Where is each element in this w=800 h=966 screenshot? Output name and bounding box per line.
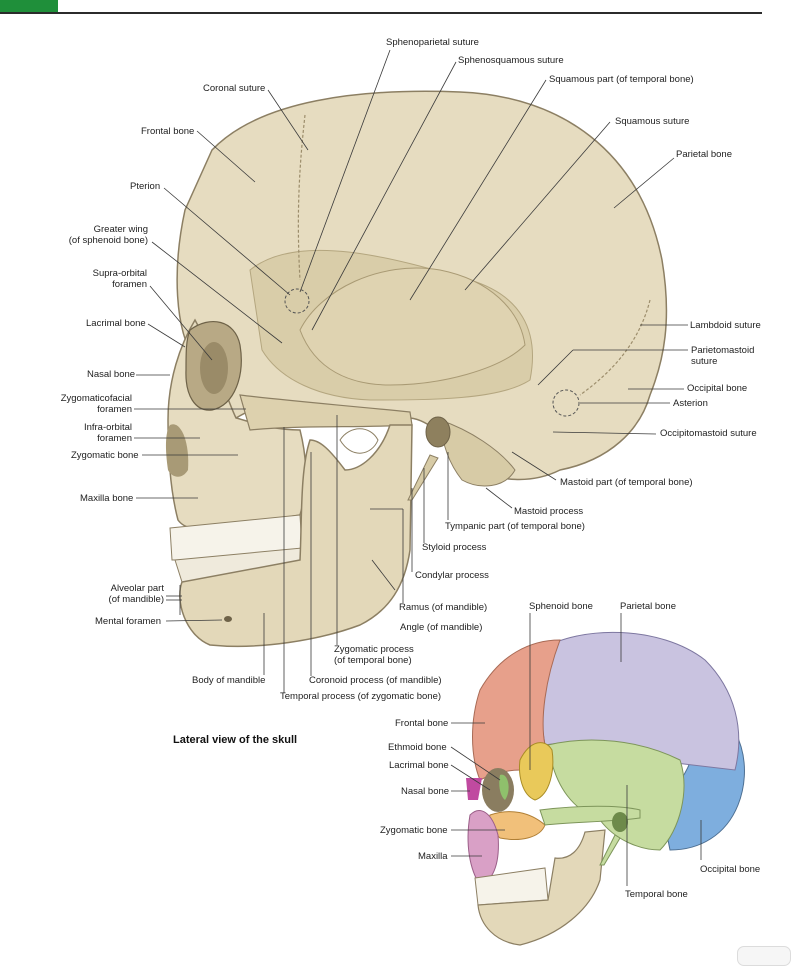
inset-label-lacrimal-bone: Lacrimal bone	[389, 760, 449, 771]
chapter-tab	[0, 0, 58, 14]
label-body-of-mandible: Body of mandible	[192, 675, 266, 686]
label-asterion: Asterion	[673, 398, 708, 409]
label-supra-orbital-foramen: Supra-orbital foramen	[60, 268, 147, 290]
styloid	[407, 454, 439, 501]
inset-leader-lines	[450, 613, 702, 886]
inset-sphenoid	[519, 742, 554, 801]
inset-label-maxilla: Maxilla	[418, 851, 448, 862]
label-zygomaticofacial-line2: foramen	[97, 404, 132, 415]
label-parietomastoid-suture: Parietomastoid suture	[691, 345, 754, 367]
inset-label-nasal-bone: Nasal bone	[401, 786, 450, 797]
label-squamous-suture: Squamous suture	[615, 116, 690, 127]
inset-styloid	[599, 834, 621, 866]
label-sphenosquamous-suture: Sphenosquamous suture	[458, 55, 564, 66]
orbit-depth	[200, 342, 228, 394]
label-styloid-process: Styloid process	[422, 542, 487, 553]
label-pterion: Pterion	[130, 181, 161, 192]
label-zygomatic-process-line1: Zygomatic process	[334, 644, 414, 655]
figure-caption: Lateral view of the skull	[173, 734, 298, 746]
inset-ethmoid	[499, 774, 509, 800]
label-infra-orbital-line1: Infra-orbital	[83, 422, 132, 433]
squamous-part	[299, 267, 526, 386]
rounded-button[interactable]	[737, 946, 791, 966]
label-occipitomastoid-suture: Occipitomastoid suture	[660, 428, 757, 439]
label-nasal-bone: Nasal bone	[87, 369, 136, 380]
label-infra-orbital-foramen: Infra-orbital foramen	[60, 422, 132, 444]
label-parietomastoid-line2: suture	[691, 356, 718, 367]
label-zygomaticofacial-line1: Zygomaticofacial	[60, 393, 132, 404]
zygomatic-arch	[239, 394, 413, 431]
label-zygomatic-bone: Zygomatic bone	[71, 450, 139, 461]
label-maxilla-bone: Maxilla bone	[80, 493, 134, 504]
inset-nasal	[466, 778, 482, 800]
header-rule	[0, 12, 762, 14]
label-angle: Angle (of mandible)	[400, 622, 483, 633]
label-zygomatic-process: Zygomatic process (of temporal bone)	[334, 644, 414, 666]
inset-label-parietal-bone: Parietal bone	[620, 601, 676, 612]
inset-label-occipital-bone: Occipital bone	[700, 864, 761, 875]
asterion-circle	[552, 389, 580, 417]
label-squamous-part: Squamous part (of temporal bone)	[549, 74, 694, 85]
label-supra-orbital-line1: Supra-orbital	[92, 268, 147, 279]
nasal-aperture	[165, 424, 189, 477]
external-acoustic-meatus	[425, 416, 451, 448]
label-zygomatic-process-line2: (of temporal bone)	[334, 655, 412, 666]
mandibular-notch	[339, 428, 379, 454]
label-greater-wing-line2: (of sphenoid bone)	[68, 235, 148, 246]
label-supra-orbital-line2: foramen	[112, 279, 147, 290]
label-ramus: Ramus (of mandible)	[399, 602, 488, 613]
label-mastoid-process: Mastoid process	[514, 506, 584, 517]
label-alveolar-part: Alveolar part (of mandible)	[90, 583, 164, 605]
main-skull	[165, 90, 668, 648]
inset-label-ethmoid-bone: Ethmoid bone	[388, 742, 447, 753]
inset-label-temporal-bone: Temporal bone	[625, 889, 688, 900]
label-mastoid-part: Mastoid part (of temporal bone)	[560, 477, 693, 488]
label-coronal-suture: Coronal suture	[203, 83, 266, 94]
inset-meatus	[612, 812, 628, 832]
inset-skull	[466, 631, 745, 946]
label-parietal-bone: Parietal bone	[676, 149, 732, 160]
label-infra-orbital-line2: foramen	[97, 433, 132, 444]
label-temporal-process: Temporal process (of zygomatic bone)	[280, 691, 442, 702]
leader-lines	[134, 49, 688, 693]
label-lacrimal-bone: Lacrimal bone	[86, 318, 146, 329]
lambdoid-suture-line	[579, 299, 651, 396]
label-tympanic-part: Tympanic part (of temporal bone)	[445, 521, 585, 532]
label-sphenoparietal-suture: Sphenoparietal suture	[386, 37, 479, 48]
label-occipital-bone: Occipital bone	[687, 383, 748, 394]
label-condylar-process: Condylar process	[415, 570, 489, 581]
inset-label-sphenoid-bone: Sphenoid bone	[529, 601, 593, 612]
label-frontal-bone: Frontal bone	[141, 126, 195, 137]
label-greater-wing-line1: Greater wing	[93, 224, 148, 235]
mental-foramen-mark	[224, 616, 232, 622]
inset-temporal	[547, 739, 685, 851]
inset-label-frontal-bone: Frontal bone	[395, 718, 449, 729]
label-lambdoid-suture: Lambdoid suture	[690, 320, 761, 331]
label-greater-wing: Greater wing (of sphenoid bone)	[64, 224, 148, 246]
coronal-suture-line	[297, 114, 306, 281]
mandible	[179, 424, 413, 648]
label-parietomastoid-line1: Parietomastoid	[691, 345, 755, 356]
inset-mandible	[477, 829, 606, 946]
inset-orbit	[482, 768, 514, 812]
label-zygomaticofacial-foramen: Zygomaticofacial foramen	[46, 393, 132, 415]
inset-label-zygomatic-bone: Zygomatic bone	[380, 825, 448, 836]
inset-maxilla	[467, 810, 499, 886]
label-coronoid-process: Coronoid process (of mandible)	[309, 675, 442, 686]
pterion-circle	[284, 288, 310, 314]
label-alveolar-line2: (of mandible)	[108, 594, 164, 605]
label-alveolar-line1: Alveolar part	[110, 583, 164, 594]
label-mental-foramen: Mental foramen	[95, 616, 162, 627]
